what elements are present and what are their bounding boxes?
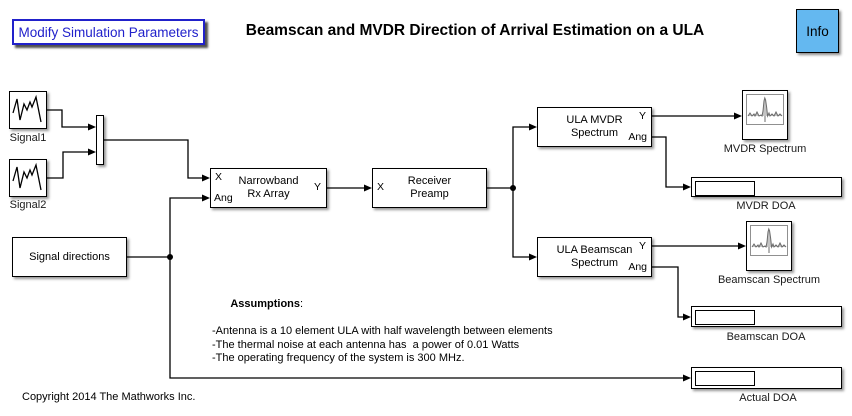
block-name-line2: Rx Array [247, 188, 290, 200]
assumptions-annotation: Assumptions: -Antenna is a 10 element UL… [212, 285, 553, 365]
display-value-field [695, 310, 755, 325]
block-name-line2: Preamp [410, 188, 449, 200]
signal2-label: Signal2 [9, 199, 47, 211]
block-name-line1: ULA MVDR [566, 114, 623, 126]
wire-beamscan-y-to-scope[interactable] [652, 242, 746, 250]
assumptions-colon: : [300, 298, 304, 311]
port-label-y: Y [313, 181, 321, 193]
modify-simulation-parameters-button[interactable]: Modify Simulation Parameters [12, 19, 205, 45]
signal2-source-block[interactable] [9, 159, 47, 197]
mvdr-doa-display-block[interactable] [691, 177, 842, 197]
wire-signal-directions-branch[interactable] [127, 194, 691, 382]
mux-block[interactable] [96, 115, 104, 165]
scope-screen [750, 225, 788, 256]
receiver-preamp-block[interactable]: Receiver Preamp X [372, 168, 487, 208]
spectrum-plot-icon [747, 96, 783, 122]
wire-mux-to-narrowband-x[interactable] [104, 139, 210, 182]
copyright-annotation: Copyright 2014 The Mathworks Inc. [22, 391, 196, 403]
mvdr-spectrum-scope-block[interactable] [742, 90, 788, 140]
mvdr-doa-label: MVDR DOA [736, 200, 796, 212]
signal-directions-block[interactable]: Signal directions [12, 237, 127, 277]
spectrum-plot-icon [751, 227, 787, 253]
ula-beamscan-spectrum-block[interactable]: ULA Beamscan Spectrum Y Ang [537, 237, 652, 277]
port-label-x: X [215, 171, 223, 183]
assumption-line-2: -The thermal noise at each antenna has a… [212, 338, 520, 351]
port-label-y: Y [638, 240, 646, 252]
wire-narrowband-to-receiver[interactable] [327, 184, 372, 192]
actual-doa-label: Actual DOA [739, 392, 797, 404]
block-name-line1: ULA Beamscan [556, 244, 633, 256]
wire-signal2-to-mux[interactable] [47, 148, 96, 179]
display-value-field [695, 371, 755, 386]
beamscan-doa-display-block[interactable] [691, 306, 842, 327]
block-name: Signal directions [29, 250, 110, 263]
assumption-line-3: -The operating frequency of the system i… [212, 352, 465, 365]
waveform-icon [12, 94, 42, 123]
wire-mvdr-y-to-scope[interactable] [652, 112, 742, 120]
port-label-ang: Ang [214, 192, 233, 204]
block-name-line2: Spectrum [570, 127, 619, 139]
port-label-x: X [377, 181, 385, 193]
block-name-line2: Spectrum [570, 257, 619, 269]
signal1-label: Signal1 [9, 132, 47, 144]
waveform-icon [12, 162, 42, 191]
narrowband-rx-array-block[interactable]: Narrowband Rx Array X Ang Y [210, 168, 327, 208]
scope-screen [746, 94, 784, 125]
port-label-ang: Ang [628, 261, 647, 273]
beamscan-spectrum-scope-label: Beamscan Spectrum [717, 274, 821, 286]
port-label-y: Y [638, 110, 646, 122]
actual-doa-display-block[interactable] [691, 367, 842, 389]
beamscan-doa-label: Beamscan DOA [726, 331, 806, 343]
wire-mvdr-ang-to-display[interactable] [652, 136, 691, 191]
model-title: Beamscan and MVDR Direction of Arrival E… [245, 22, 705, 39]
block-name-line1: Receiver [407, 175, 452, 187]
block-name-line1: Narrowband [238, 175, 299, 187]
wire-beamscan-ang-to-display[interactable] [652, 266, 691, 321]
wire-receiver-branch[interactable] [487, 123, 537, 261]
assumptions-heading: Assumptions [230, 298, 301, 311]
ula-mvdr-spectrum-block[interactable]: ULA MVDR Spectrum Y Ang [537, 107, 652, 147]
assumption-line-1: -Antenna is a 10 element ULA with half w… [212, 325, 553, 338]
mvdr-spectrum-scope-label: MVDR Spectrum [723, 143, 807, 155]
beamscan-spectrum-scope-block[interactable] [746, 221, 792, 271]
port-label-ang: Ang [628, 131, 647, 143]
display-value-field [695, 181, 755, 196]
signal1-source-block[interactable] [9, 91, 47, 129]
wire-signal1-to-mux[interactable] [47, 109, 96, 131]
info-button[interactable]: Info [796, 9, 839, 53]
